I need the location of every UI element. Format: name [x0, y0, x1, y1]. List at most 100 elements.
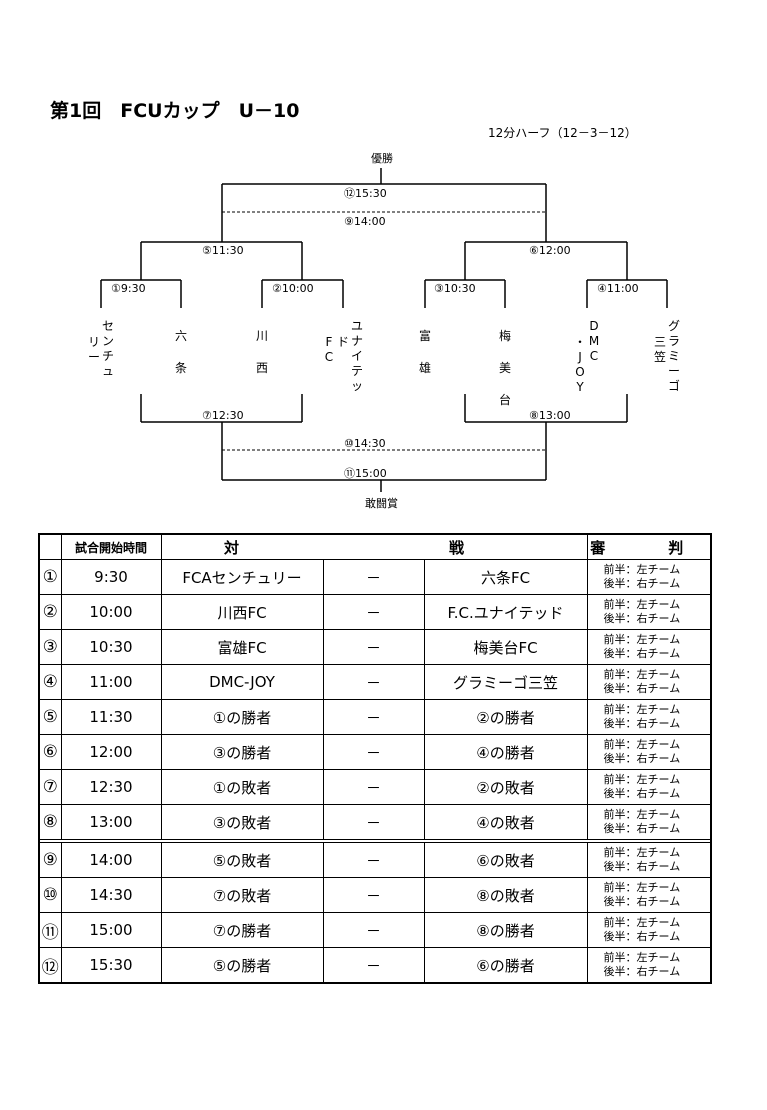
team-name-glyph: Y: [575, 380, 584, 394]
match-header: 対 戦: [160, 533, 588, 560]
team-name-glyph: 川: [256, 329, 268, 343]
home-team-cell: DMC-JOY: [160, 664, 324, 700]
match-format: 12分ハーフ（12－3－12）: [488, 126, 637, 140]
team-name-glyph: リ: [88, 335, 100, 349]
referee-first-half: 前半：左チーム: [603, 738, 681, 751]
match-number-cell: ⑪: [38, 912, 62, 948]
match-label-6: ⑥12:00: [529, 244, 571, 257]
match-number-cell: ⑫: [38, 947, 62, 984]
match-number-cell: ⑨: [38, 842, 62, 878]
team-name-glyph: ン: [102, 334, 114, 348]
match-number-cell: ①: [38, 559, 62, 595]
start-time-cell: 11:30: [60, 699, 162, 735]
start-time-cell: 9:30: [60, 559, 162, 595]
referee-second-half: 後半：右チーム: [603, 612, 681, 625]
match-label-4: ④11:00: [597, 282, 639, 295]
referee-cell: 前半：左チーム後半：右チーム: [586, 912, 712, 948]
referee-cell: 前半：左チーム後半：右チーム: [586, 629, 712, 665]
match-label-7: ⑦12:30: [202, 409, 244, 422]
team-name-glyph: 六: [175, 329, 187, 343]
referee-second-half: 後半：右チーム: [603, 717, 681, 730]
away-team-cell: ⑥の勝者: [423, 947, 588, 984]
match-label-1: ①9:30: [111, 282, 146, 295]
number-header: [38, 533, 62, 560]
match-label-3: ③10:30: [434, 282, 476, 295]
schedule-header-row: 試合開始時間 対 戦 審 判: [38, 533, 712, 560]
home-team-cell: ⑤の勝者: [160, 947, 324, 984]
home-team-cell: ⑦の敗者: [160, 877, 324, 913]
referee-first-half: 前半：左チーム: [603, 881, 681, 894]
team-name-glyph: 美: [499, 361, 511, 375]
page-title: 第1回 FCUカップ U－10: [50, 100, 300, 122]
referee-first-half: 前半：左チーム: [603, 598, 681, 611]
versus-mark-cell: －: [322, 912, 425, 948]
team-name-glyph: ド: [337, 335, 349, 349]
team-name-glyph: セ: [102, 319, 114, 333]
away-team-cell: ②の敗者: [423, 769, 588, 805]
team-name-glyph: 三: [654, 335, 666, 349]
referee-second-half: 後半：右チーム: [603, 860, 681, 873]
versus-mark-cell: －: [322, 877, 425, 913]
referee-second-half: 後半：右チーム: [603, 930, 681, 943]
team-name-glyph: ・: [574, 335, 586, 349]
referee-cell: 前半：左チーム後半：右チーム: [586, 842, 712, 878]
versus-mark-cell: －: [322, 629, 425, 665]
home-team-cell: FCAセンチュリー: [160, 559, 324, 595]
team-name-glyph: O: [575, 365, 584, 379]
match-number-cell: ⑧: [38, 804, 62, 840]
away-team-cell: ④の敗者: [423, 804, 588, 840]
versus-mark-cell: －: [322, 842, 425, 878]
home-team-cell: ①の敗者: [160, 769, 324, 805]
referee-first-half: 前半：左チーム: [603, 951, 681, 964]
referee-second-half: 後半：右チーム: [603, 752, 681, 765]
team-name-glyph: イ: [351, 349, 363, 363]
start-time-cell: 15:00: [60, 912, 162, 948]
team-name-glyph: ナ: [351, 334, 363, 348]
team-name-glyph: テ: [351, 364, 363, 378]
team-name-glyph: 富: [419, 328, 431, 343]
start-time-cell: 10:00: [60, 594, 162, 630]
referee-cell: 前半：左チーム後半：右チーム: [586, 877, 712, 913]
team-name-glyph: M: [589, 334, 599, 348]
team-name-glyph: ゴ: [668, 378, 680, 393]
versus-mark-cell: －: [322, 664, 425, 700]
team-name-glyph: ラ: [668, 334, 680, 348]
away-team-cell: F.C.ユナイテッド: [423, 594, 588, 630]
referee-header: 審 判: [586, 533, 712, 560]
team-name-glyph: 雄: [419, 360, 431, 375]
champion-label: 優勝: [371, 151, 393, 165]
team-name-glyph: 条: [175, 361, 187, 375]
tournament-bracket: 優勝 ⑫15:30 ⑨14:00 ⑤11:30 ⑥12:00 ①9:30 ②10…: [88, 151, 680, 510]
versus-mark-cell: －: [322, 594, 425, 630]
referee-cell: 前半：左チーム後半：右チーム: [586, 699, 712, 735]
start-time-cell: 14:30: [60, 877, 162, 913]
team-name-glyph: ミ: [668, 349, 680, 363]
away-team-cell: ④の勝者: [423, 734, 588, 770]
referee-first-half: 前半：左チーム: [603, 773, 681, 786]
start-time-cell: 14:00: [60, 842, 162, 878]
start-time-cell: 12:30: [60, 769, 162, 805]
referee-second-half: 後半：右チーム: [603, 682, 681, 695]
team-name-glyph: F: [326, 335, 333, 349]
referee-second-half: 後半：右チーム: [603, 822, 681, 835]
away-team-cell: グラミーゴ三笠: [423, 664, 588, 700]
match-label-9: ⑨14:00: [344, 215, 386, 228]
match-number-cell: ②: [38, 594, 62, 630]
referee-first-half: 前半：左チーム: [603, 703, 681, 716]
start-time-cell: 13:00: [60, 804, 162, 840]
team-name-glyph: J: [577, 350, 582, 364]
away-team-cell: 梅美台FC: [423, 629, 588, 665]
referee-second-half: 後半：右チーム: [603, 965, 681, 978]
